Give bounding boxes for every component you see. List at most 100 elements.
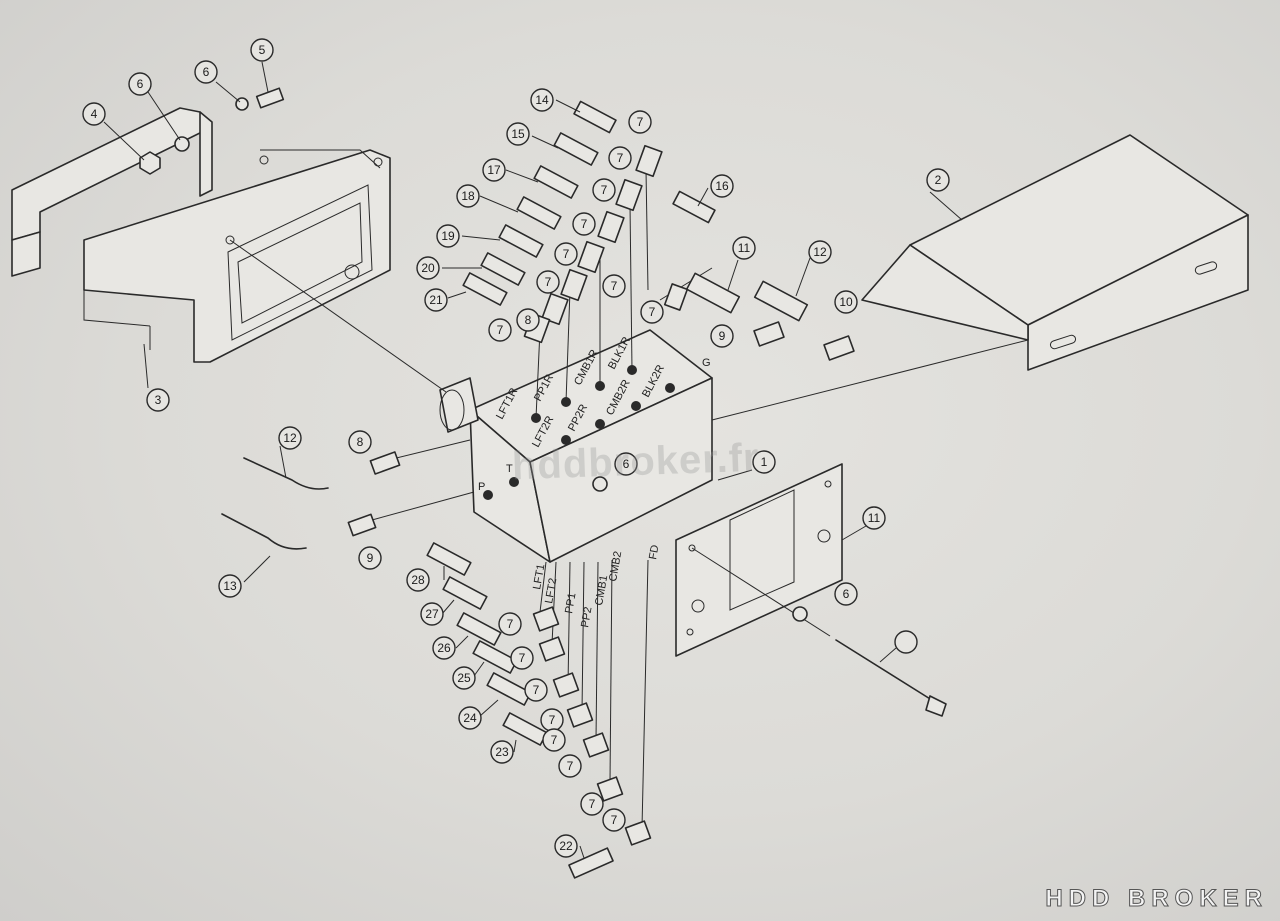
- fitting-18: [498, 224, 544, 258]
- small-hardware: [139, 87, 808, 622]
- fitting-23: [486, 672, 532, 706]
- callout-3: 3: [146, 388, 170, 412]
- callout-7-2: 7: [608, 146, 632, 170]
- callouts: 1 2 3 4 5 6 6 6 6 7 7 7 7 7 7 7 7 7 7 7 …: [82, 38, 950, 858]
- svg-text:1: 1: [761, 455, 768, 469]
- callout-7-15: 7: [580, 792, 604, 816]
- svg-text:7: 7: [637, 115, 644, 129]
- fitting-17: [516, 196, 562, 230]
- callout-24: 25: [452, 666, 476, 690]
- fitting-26: [442, 576, 488, 610]
- port-label-fd: FD: [647, 544, 661, 561]
- callout-7-14: 7: [558, 754, 582, 778]
- callout-7-17: 7: [602, 274, 626, 298]
- long-bolt: [835, 639, 947, 717]
- callout-16: 17: [482, 158, 506, 182]
- callout-8-a: 8: [348, 430, 372, 454]
- svg-text:6: 6: [137, 77, 144, 91]
- svg-text:7: 7: [601, 183, 608, 197]
- callout-27: 28: [406, 568, 430, 592]
- svg-text:22: 22: [559, 839, 573, 853]
- svg-text:14: 14: [535, 93, 549, 107]
- callout-15: 16: [710, 174, 734, 198]
- callout-2: 2: [926, 168, 950, 192]
- svg-text:6: 6: [203, 65, 210, 79]
- fitting-11b: [753, 280, 809, 322]
- svg-text:7: 7: [545, 275, 552, 289]
- port-label-pp2: PP2: [579, 606, 594, 629]
- callout-7-6: 7: [536, 270, 560, 294]
- callout-11-b: 12: [808, 240, 832, 264]
- svg-text:19: 19: [441, 229, 455, 243]
- callout-4: 4: [82, 102, 106, 126]
- callout-14: 15: [506, 122, 530, 146]
- fitting-14: [553, 132, 599, 166]
- block-ports: [483, 365, 675, 500]
- callout-7-11: 7: [524, 678, 548, 702]
- watermark-text: hddbroker.fr: [511, 435, 761, 489]
- svg-text:7: 7: [567, 759, 574, 773]
- svg-text:12: 12: [813, 245, 827, 259]
- callout-13: 14: [530, 88, 554, 112]
- callout-9-b: 10: [834, 290, 858, 314]
- svg-text:7: 7: [507, 617, 514, 631]
- brand-logo-text: HDD BROKER: [1045, 885, 1268, 913]
- callout-7-16: 7: [602, 808, 626, 832]
- svg-text:7: 7: [519, 651, 526, 665]
- callout-12-a: 12: [278, 426, 302, 450]
- callout-7-18: 8: [516, 308, 540, 332]
- callout-6-d: 6: [834, 582, 858, 606]
- svg-text:17: 17: [487, 163, 501, 177]
- svg-text:7: 7: [581, 217, 588, 231]
- callout-5: 5: [250, 38, 274, 62]
- svg-text:24: 24: [463, 711, 477, 725]
- svg-text:7: 7: [497, 323, 504, 337]
- svg-text:6: 6: [843, 587, 850, 601]
- svg-text:23: 23: [495, 745, 509, 759]
- callout-6-b: 6: [128, 72, 152, 96]
- svg-text:13: 13: [223, 579, 237, 593]
- svg-text:3: 3: [155, 393, 162, 407]
- svg-text:4: 4: [91, 107, 98, 121]
- callout-1: 1: [752, 450, 776, 474]
- svg-text:7: 7: [551, 733, 558, 747]
- callout-7-5: 7: [554, 242, 578, 266]
- callout-10: 11: [862, 506, 886, 530]
- callout-12-b: 13: [218, 574, 242, 598]
- svg-text:6: 6: [623, 457, 630, 471]
- svg-text:9: 9: [719, 329, 726, 343]
- callout-11-a: 11: [732, 236, 756, 260]
- svg-text:11: 11: [868, 511, 881, 525]
- svg-text:12: 12: [283, 431, 297, 445]
- svg-text:2: 2: [935, 173, 942, 187]
- callout-7-4: 7: [572, 212, 596, 236]
- callout-26: 27: [420, 602, 444, 626]
- fitting-25: [456, 612, 502, 646]
- hose-fittings: [426, 100, 809, 879]
- callout-9-a: 9: [710, 324, 734, 348]
- hydraulic-hoses: [221, 451, 401, 550]
- elbow-fittings: [523, 144, 855, 846]
- port-label-lft2: LFT2: [543, 577, 559, 604]
- svg-text:11: 11: [738, 241, 751, 255]
- mounting-plate: [675, 463, 843, 657]
- svg-text:10: 10: [839, 295, 853, 309]
- svg-text:20: 20: [421, 261, 435, 275]
- svg-text:25: 25: [457, 671, 471, 685]
- fitting-22: [502, 712, 548, 746]
- svg-text:7: 7: [589, 797, 596, 811]
- fitting-16: [533, 165, 579, 199]
- svg-text:7: 7: [549, 713, 556, 727]
- callout-20: 21: [424, 288, 448, 312]
- svg-text:7: 7: [649, 305, 656, 319]
- callout-7-1: 7: [628, 110, 652, 134]
- fitting-11a: [685, 272, 741, 314]
- svg-text:8: 8: [525, 313, 532, 327]
- port-label-cmb2: CMB2: [607, 550, 624, 582]
- callout-17: 18: [456, 184, 480, 208]
- callout-7-10: 7: [510, 646, 534, 670]
- svg-text:26: 26: [437, 641, 451, 655]
- callout-7-12: 7: [540, 708, 564, 732]
- fitting-19: [480, 252, 526, 286]
